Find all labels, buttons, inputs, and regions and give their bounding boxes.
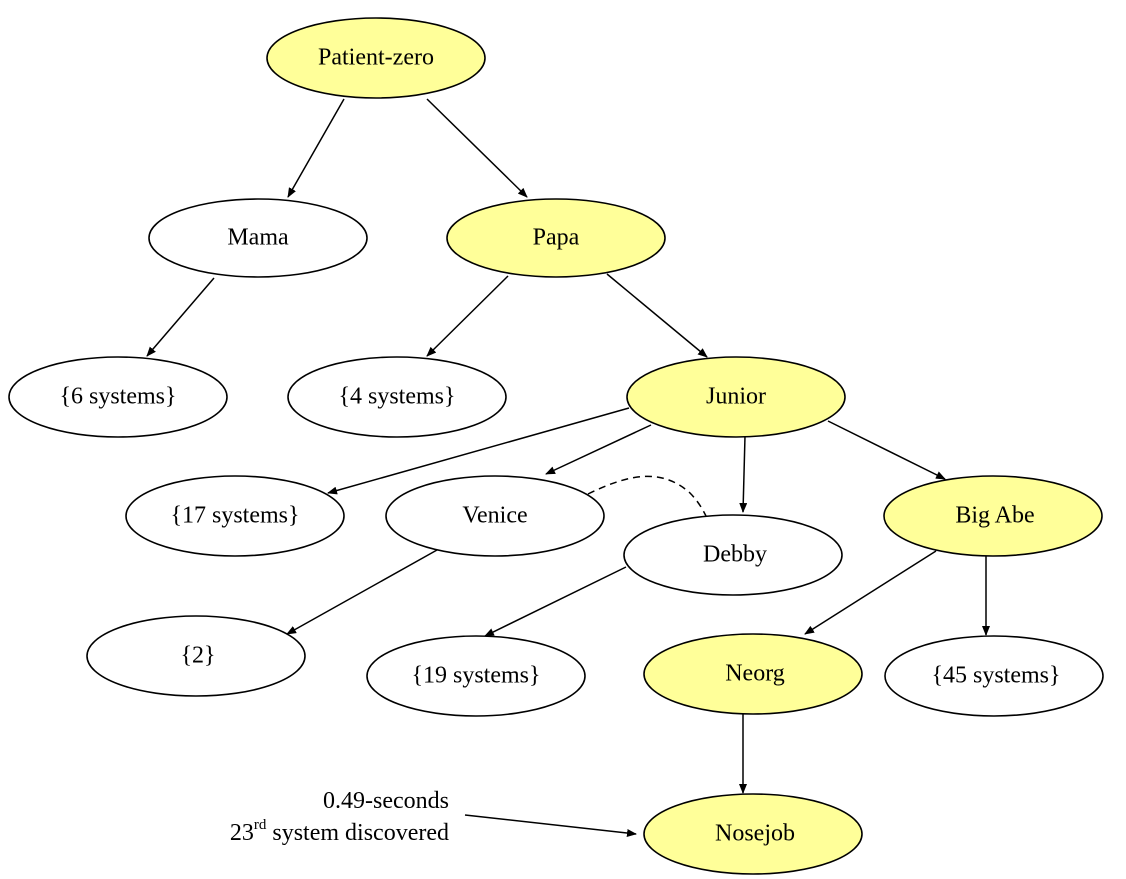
annotation-line2: 23rd system discovered: [230, 817, 449, 846]
node-big-abe-systems-shape: [884, 635, 1104, 717]
node-papa-systems: {4 systems}: [287, 356, 507, 438]
node-big-abe-systems: {45 systems}: [884, 635, 1104, 717]
node-mama-systems-shape: [8, 356, 228, 438]
edge-patient-zero-to-mama: [287, 98, 345, 198]
node-patient-zero: Patient-zero: [266, 17, 486, 99]
node-big-abe: Big Abe: [883, 475, 1103, 557]
edge-junior-to-venice: [545, 424, 652, 475]
annotation-line1: 0.49-seconds: [323, 788, 449, 814]
edge-papa-to-systems: [426, 275, 509, 357]
node-junior-systems: {17 systems}: [125, 475, 345, 557]
node-patient-zero-shape: [266, 17, 486, 99]
node-venice-systems-shape: [86, 615, 306, 697]
node-mama-systems: {6 systems}: [8, 356, 228, 438]
annotation: 0.49-seconds 23rd system discovered: [230, 788, 449, 846]
node-debby-systems: {19 systems}: [366, 635, 586, 717]
node-papa-systems-label: {4 systems}: [338, 384, 455, 410]
edge-big-abe-to-neorg: [804, 550, 937, 635]
node-venice-label: Venice: [462, 503, 527, 529]
node-venice-shape: [385, 475, 605, 557]
node-debby-shape: [623, 514, 843, 596]
node-debby: Debby: [623, 514, 843, 596]
node-papa: Papa: [446, 198, 666, 278]
node-big-abe-systems-label: {45 systems}: [931, 663, 1060, 689]
node-neorg-shape: [643, 633, 863, 715]
edge-papa-to-junior: [606, 273, 708, 358]
node-big-abe-shape: [883, 475, 1103, 557]
node-mama-label: Mama: [227, 225, 289, 251]
edge-junior-to-debby: [739, 435, 748, 513]
node-junior: Junior: [626, 356, 846, 438]
node-nosejob-label: Nosejob: [715, 821, 795, 847]
node-papa-label: Papa: [533, 225, 580, 251]
node-papa-shape: [446, 198, 666, 278]
node-debby-systems-shape: [366, 635, 586, 717]
annotation-line2-text: system discovered: [266, 820, 449, 846]
nodes: Patient-zero Mama Papa {6 systems} {4 sy…: [8, 17, 1104, 875]
node-nosejob-shape: [643, 793, 863, 875]
node-neorg: Neorg: [643, 633, 863, 715]
edge-debby-to-systems: [484, 566, 627, 637]
node-neorg-label: Neorg: [725, 661, 785, 687]
edge-patient-zero-to-papa: [426, 98, 528, 198]
edge-mama-to-systems: [146, 277, 215, 357]
annotation-arrow: [464, 814, 637, 837]
node-mama: Mama: [148, 198, 368, 278]
node-junior-shape: [626, 356, 846, 438]
edges: [146, 98, 990, 837]
node-venice-systems: {2}: [86, 615, 306, 697]
node-junior-systems-label: {17 systems}: [170, 503, 299, 529]
node-venice: Venice: [385, 475, 605, 557]
annotation-ordinal-suffix: rd: [254, 817, 267, 833]
node-papa-systems-shape: [287, 356, 507, 438]
node-patient-zero-label: Patient-zero: [318, 45, 434, 71]
node-nosejob: Nosejob: [643, 793, 863, 875]
node-junior-label: Junior: [706, 384, 766, 410]
node-venice-systems-label: {2}: [180, 643, 215, 669]
edge-junior-to-systems: [327, 407, 630, 495]
node-big-abe-label: Big Abe: [955, 503, 1034, 529]
node-debby-label: Debby: [703, 542, 767, 568]
node-mama-systems-label: {6 systems}: [59, 384, 176, 410]
node-mama-shape: [148, 198, 368, 278]
edge-venice-to-debby-dashed: [587, 475, 707, 517]
node-debby-systems-label: {19 systems}: [411, 663, 540, 689]
annotation-ordinal-number: 23: [230, 820, 254, 846]
node-junior-systems-shape: [125, 475, 345, 557]
edge-junior-to-big-abe: [827, 420, 946, 480]
edge-venice-to-systems: [286, 549, 438, 635]
